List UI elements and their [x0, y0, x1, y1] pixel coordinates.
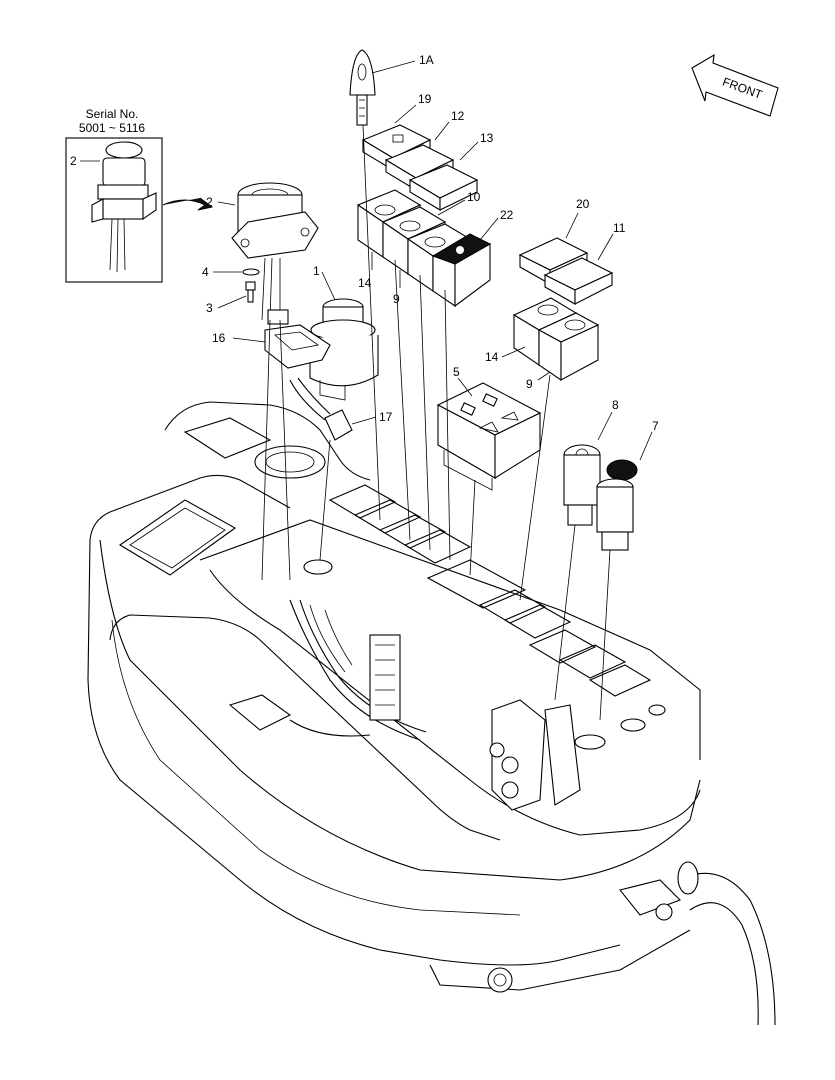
callout-22: 22	[500, 208, 514, 222]
ignition-switch-drawing	[231, 182, 319, 321]
callout-7: 7	[652, 419, 659, 433]
front-direction-arrow: FRONT	[691, 53, 779, 117]
connector-17-drawing	[289, 377, 353, 441]
monitor-switch-drawing	[436, 382, 542, 491]
serial-inset: Serial No. 5001 ~ 5116 2	[65, 107, 214, 283]
callout-20: 20	[576, 197, 590, 211]
right-rocker-caps	[518, 237, 614, 305]
callout-14-right: 14	[485, 350, 499, 364]
callout-1: 1	[313, 264, 320, 278]
console-body	[87, 401, 776, 1026]
callout-11: 11	[613, 221, 626, 235]
callout-8: 8	[612, 398, 619, 412]
serial-title: Serial No.	[86, 107, 139, 121]
callout-9-left: 9	[393, 292, 400, 306]
callout-3: 3	[206, 301, 213, 315]
callout-9-right: 9	[526, 377, 533, 391]
rocker-caps	[361, 124, 479, 211]
callout-5: 5	[453, 365, 460, 379]
socket-7-drawing	[596, 459, 638, 551]
callout-4: 4	[202, 265, 209, 279]
inset-switch-drawing	[91, 141, 157, 273]
callout-13: 13	[480, 131, 494, 145]
callout-10: 10	[467, 190, 481, 204]
callout-17: 17	[379, 410, 393, 424]
key-drawing	[349, 49, 376, 126]
washer-screw-drawing	[242, 268, 260, 303]
callout-2: 2	[206, 195, 213, 209]
connector-16-drawing	[264, 309, 331, 369]
inset-part-label: 2	[70, 154, 77, 168]
callout-16: 16	[212, 331, 226, 345]
serial-range: 5001 ~ 5116	[79, 121, 146, 135]
socket-8-drawing	[563, 444, 601, 526]
switch-bodies-left	[356, 189, 492, 308]
drop-lines	[261, 124, 611, 721]
switch-bodies-right	[512, 297, 600, 382]
callout-14-left: 14	[358, 276, 372, 290]
callout-12: 12	[451, 109, 465, 123]
callout-1a: 1A	[419, 53, 434, 67]
callout-19: 19	[418, 92, 432, 106]
